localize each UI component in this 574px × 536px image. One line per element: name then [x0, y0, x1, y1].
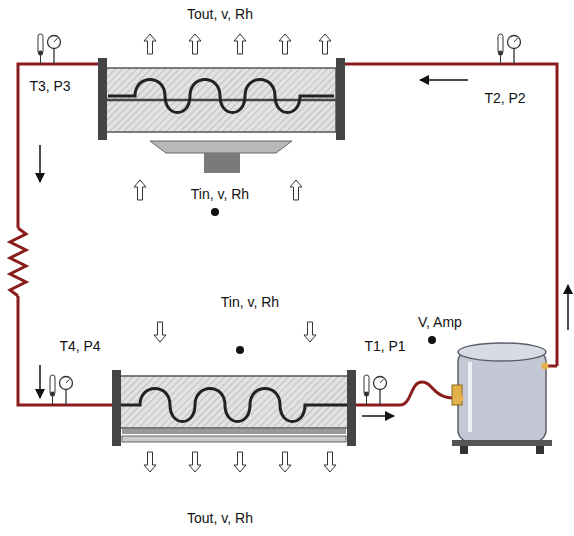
measurement-label: T1, P1	[364, 338, 405, 354]
flow-arrow	[567, 285, 569, 330]
measurement-label: Tin, v, Rh	[191, 186, 249, 202]
grille	[122, 436, 346, 442]
end-plate	[336, 58, 345, 140]
measurement-label: Tout, v, Rh	[187, 510, 253, 526]
sensors	[38, 34, 521, 405]
condenser-coil	[108, 80, 334, 113]
compressor	[452, 343, 552, 454]
flow-arrow	[39, 365, 41, 398]
air-arrow	[144, 34, 156, 54]
temp-pressure-sensor	[38, 34, 61, 64]
measurement-label: T3, P3	[29, 78, 70, 94]
air-flow	[134, 34, 336, 472]
condenser	[98, 58, 345, 173]
compressor-foot	[536, 446, 544, 454]
measurement-label: T2, P2	[484, 90, 525, 106]
fan-blade	[150, 141, 292, 153]
flow-arrow	[362, 415, 394, 417]
air-arrow	[279, 34, 291, 54]
refrigerant-line	[10, 64, 557, 405]
temp-pressure-sensor	[498, 34, 521, 64]
fitting	[457, 395, 464, 402]
measurement-label: V, Amp	[418, 314, 462, 330]
air-arrow	[189, 34, 201, 54]
air-arrow	[279, 452, 291, 472]
temp-pressure-sensor	[364, 375, 387, 405]
compressor-foot	[460, 446, 468, 454]
end-plate	[98, 58, 107, 140]
measurement-label: T4, P4	[59, 338, 100, 354]
air-arrow	[324, 452, 336, 472]
fitting	[542, 363, 549, 370]
temp-pressure-sensor	[50, 375, 73, 405]
measurement-label: Tout, v, Rh	[187, 6, 253, 22]
discharge-line	[345, 64, 557, 366]
compressor-body	[458, 350, 546, 442]
compressor-top	[458, 343, 546, 361]
measurement-dot	[236, 346, 244, 354]
air-arrow	[144, 452, 156, 472]
expansion-line	[18, 296, 112, 405]
air-arrow	[234, 452, 246, 472]
evaporator	[112, 370, 356, 446]
condenser-body	[106, 68, 336, 132]
air-arrow	[189, 452, 201, 472]
measurement-label: Tin, v, Rh	[221, 294, 279, 310]
measurement-dot	[211, 208, 219, 216]
evaporator-body	[120, 376, 348, 428]
end-plate	[112, 370, 121, 446]
drip-tray	[122, 429, 346, 434]
compressor-base	[452, 440, 552, 446]
compressor-highlight	[468, 362, 472, 432]
air-arrow	[234, 34, 246, 54]
flow-arrow	[39, 145, 41, 182]
evaporator-coil	[121, 389, 347, 422]
liquid-line	[18, 64, 98, 228]
measurement-dot	[428, 336, 436, 344]
air-arrow	[154, 322, 166, 342]
air-arrow	[290, 180, 302, 200]
air-arrow	[304, 322, 316, 342]
fan-motor	[204, 153, 240, 173]
suction-line	[354, 382, 460, 405]
air-arrow	[134, 180, 146, 200]
flow-arrow	[420, 79, 468, 81]
end-plate	[347, 370, 356, 446]
measurement-points	[211, 208, 436, 354]
air-arrow	[319, 34, 331, 54]
flow-direction	[40, 80, 568, 416]
capillary-tube	[10, 228, 26, 296]
